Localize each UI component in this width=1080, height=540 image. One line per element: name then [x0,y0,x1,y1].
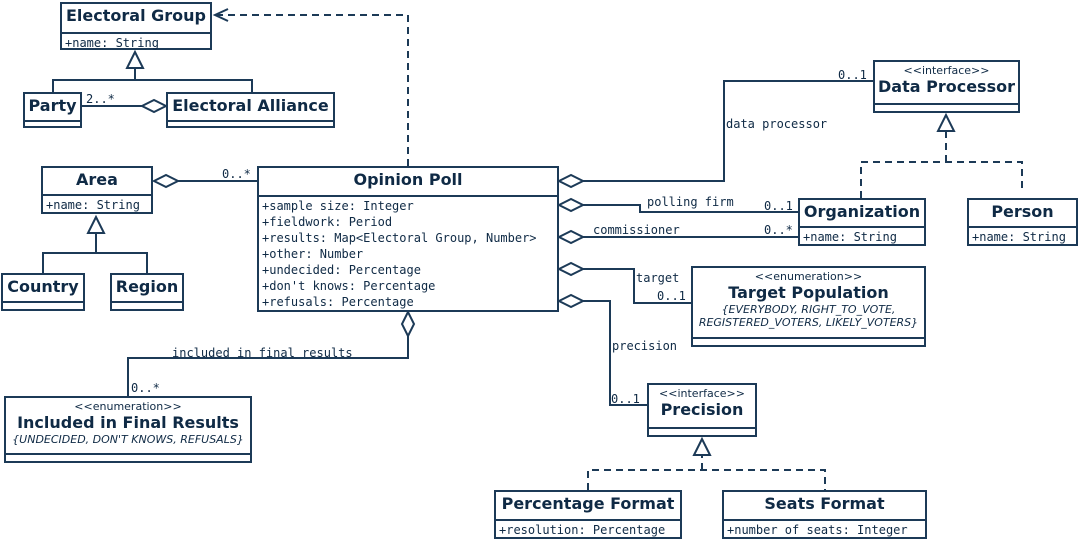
data-processor-realization-line [860,131,1023,198]
class-name: Opinion Poll [353,170,463,189]
class-country: Country [1,273,85,311]
dependency-arrowhead [212,8,229,22]
class-seats-format: Seats Format +number of seats: Integer [722,490,927,539]
role-polling-firm: polling firm [647,195,734,209]
target-diamond [556,261,586,277]
role-data-processor: data processor [726,117,828,131]
class-name: Data Processor [878,77,1015,96]
stereotype-label: <<enumeration>> [754,270,863,283]
precision-diamond [556,293,586,309]
enum-literals: REGISTERED_VOTERS, LIKELY_VOTERS} [698,316,919,329]
class-attribute: +other: Number [262,247,364,261]
enum-literals: {EVERYBODY, RIGHT_TO_VOTE, [721,303,896,316]
stereotype-label: <<interface>> [903,64,990,77]
class-attribute: +resolution: Percentage [499,523,666,537]
multiplicity-area: 0..* [222,167,251,181]
electoral-group-generalization-triangle [125,49,145,69]
class-attribute: +name: String [46,198,140,212]
area-poll-aggregation-diamond [151,173,181,189]
class-opinion-poll: Opinion Poll +sample size: Integer +fiel… [257,166,559,312]
class-name: Percentage Format [501,494,675,513]
multiplicity-polling-firm: 0..1 [764,199,793,213]
role-precision: precision [612,339,678,353]
target-association-line [583,268,691,304]
class-percentage-format: Percentage Format +resolution: Percentag… [494,490,682,539]
class-name: Included in Final Results [17,413,239,432]
class-attribute: +name: String [803,230,897,244]
area-generalization-triangle [86,214,106,234]
class-name: Organization [803,202,921,221]
class-name: Target Population [728,283,889,302]
class-party: Party [23,92,82,128]
role-target: target [636,271,680,285]
interface-data-processor: <<interface>>Data Processor [873,60,1020,113]
class-name: Precision [660,400,744,419]
precision-realization-line [587,455,826,490]
enum-literals: {UNDECIDED, DON'T KNOWS, REFUSALS} [12,433,244,446]
precision-association-line [583,300,647,406]
data-processor-diamond [556,173,586,189]
class-attribute: +refusals: Percentage [262,295,414,309]
class-name: Person [991,202,1054,221]
precision-realization-triangle [692,436,712,456]
commissioner-diamond [556,229,586,245]
party-generalization-line [52,68,253,92]
included-association-line [127,336,409,396]
multiplicity-precision: 0..1 [611,392,640,406]
role-included-in-final-results: included in final results [172,346,353,360]
multiplicity-party: 2..* [86,92,115,106]
role-commissioner: commissioner [593,223,680,237]
class-attribute: +name: String [972,230,1066,244]
class-attribute: +don't knows: Percentage [262,279,436,293]
class-name: Seats Format [764,494,885,513]
class-person: Person +name: String [967,198,1078,246]
class-attribute: +undecided: Percentage [262,263,421,277]
multiplicity-data-processor: 0..1 [838,68,867,82]
area-generalization-line [42,233,148,273]
class-organization: Organization +name: String [798,198,926,246]
class-name: Electoral Group [66,6,206,25]
class-attribute: +fieldwork: Period [262,215,393,229]
class-name: Country [7,277,79,296]
included-diamond [400,309,416,339]
class-area: Area +name: String [41,166,153,214]
class-attribute: +sample size: Integer [262,199,414,213]
class-name: Area [76,170,118,189]
polling-firm-association-line [583,204,798,213]
class-attribute: +number of seats: Integer [727,523,908,537]
interface-precision: <<interface>>Precision [647,383,757,437]
data-processor-association-line [583,80,873,182]
enumeration-target-population: <<enumeration>> Target Population {EVERY… [691,266,926,347]
class-electoral-group: Electoral Group +name: String [60,2,212,50]
class-electoral-alliance: Electoral Alliance [166,92,335,128]
class-region: Region [110,273,184,311]
party-alliance-aggregation-diamond [139,98,169,114]
polling-firm-diamond [556,197,586,213]
class-attribute: +results: Map<Electoral Group, Number> [262,231,537,245]
stereotype-label: <<interface>> [659,387,745,400]
poll-to-electoral-group-dependency [215,14,409,166]
multiplicity-included: 0..* [131,381,160,395]
multiplicity-target: 0..1 [657,289,686,303]
class-name: Party [28,96,77,115]
class-attribute: +name: String [65,36,159,50]
multiplicity-commissioner: 0..* [764,223,793,237]
class-name: Region [115,277,179,296]
stereotype-label: <<enumeration>> [74,400,182,413]
data-processor-realization-triangle [936,112,956,132]
enumeration-included-final-results: <<enumeration>> Included in Final Result… [4,396,252,463]
class-name: Electoral Alliance [172,96,329,115]
